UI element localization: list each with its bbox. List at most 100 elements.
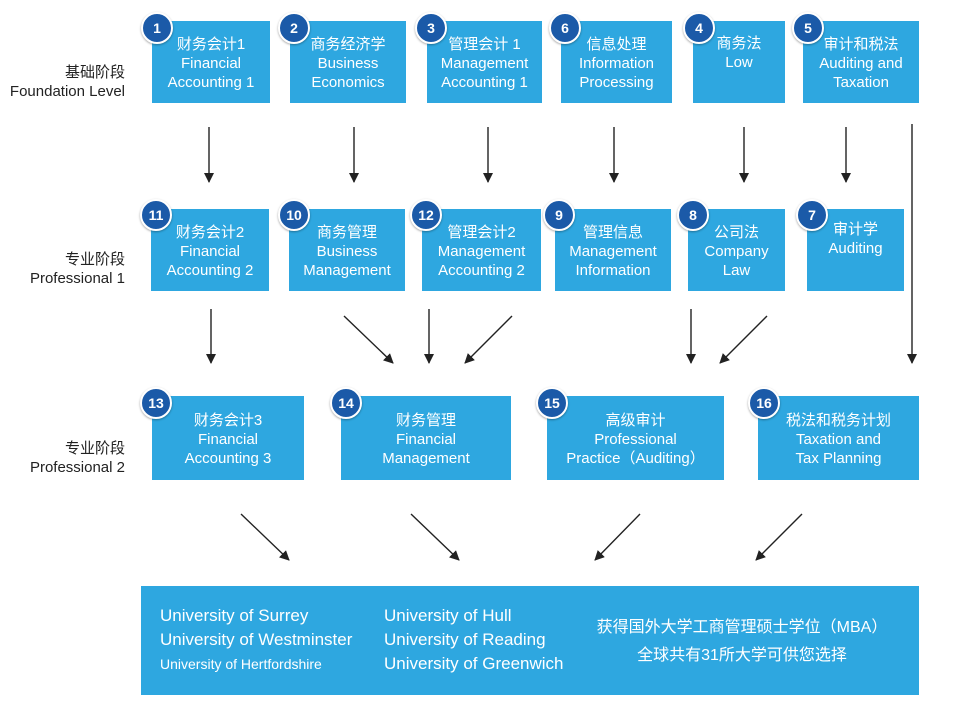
course-15-zh: 高级审计	[605, 411, 666, 429]
foundation-level-en: Foundation Level	[9, 83, 125, 100]
course-1-zh: 财务会计1	[176, 35, 246, 53]
course-11-en1: Financial	[179, 242, 241, 260]
professional1-level-label: 专业阶段 Professional 1	[30, 250, 125, 288]
course-7-number-badge: 7	[796, 199, 828, 231]
course-8-number-badge: 8	[677, 199, 709, 231]
course-8-en1: Company	[704, 242, 769, 260]
course-9-management-information: 管理信息 Management Information	[555, 209, 671, 291]
arrow-c13-mba	[240, 513, 290, 561]
course-14-zh: 财务管理	[395, 411, 456, 429]
professional2-level-en: Professional 2	[29, 459, 125, 476]
course-7-zh: 审计学	[832, 221, 878, 238]
universities-column-2: University of Hull University of Reading…	[384, 604, 564, 676]
course-2-en1: Business	[317, 54, 379, 72]
course-5-number-badge: 5	[792, 12, 824, 44]
course-15-number-badge: 15	[536, 387, 568, 419]
course-5-en2: Taxation	[833, 73, 889, 91]
course-1-en1: Financial	[180, 54, 242, 72]
course-9-en2: Information	[575, 261, 651, 279]
course-5-en1: Auditing and	[819, 54, 903, 72]
university-reading: University of Reading	[384, 630, 546, 649]
course-16-number-badge: 16	[748, 387, 780, 419]
professional2-level-zh: 专业阶段	[64, 440, 125, 457]
university-hull: University of Hull	[384, 606, 512, 625]
course-16-en1: Taxation and	[795, 430, 882, 448]
course-15-en1: Professional	[594, 430, 677, 448]
course-16-en2: Tax Planning	[795, 449, 882, 467]
course-9-en1: Management	[569, 242, 657, 260]
course-11-number-badge: 11	[140, 199, 172, 231]
course-3-en2: Accounting 1	[441, 73, 528, 91]
professional1-level-zh: 专业阶段	[64, 251, 125, 268]
course-14-financial-management: 财务管理 Financial Management	[341, 396, 511, 480]
course-3-zh: 管理会计 1	[448, 35, 521, 53]
course-10-zh: 商务管理	[316, 223, 377, 241]
arrow-c14-mba	[410, 513, 460, 561]
course-11-en2: Accounting 2	[166, 261, 254, 279]
course-14-en1: Financial	[395, 430, 457, 448]
course-13-en2: Accounting 3	[184, 449, 272, 467]
course-6-information-processing: 信息处理 Information Processing	[561, 21, 672, 103]
course-12-en1: Management	[437, 242, 526, 260]
foundation-level-label: 基础阶段 Foundation Level	[10, 63, 125, 101]
course-10-business-management: 商务管理 Business Management	[289, 209, 405, 291]
course-12-number-badge: 12	[410, 199, 442, 231]
course-16-zh: 税法和税务计划	[785, 411, 891, 429]
course-16-taxation-and-tax-planning: 税法和税务计划 Taxation and Tax Planning	[758, 396, 919, 480]
course-4-zh: 商务法	[716, 35, 762, 52]
course-10-en1: Business	[316, 242, 378, 260]
arrow-c10-c14	[343, 315, 394, 364]
course-3-number-badge: 3	[415, 12, 447, 44]
course-6-number-badge: 6	[549, 12, 581, 44]
course-6-zh: 信息处理	[586, 35, 647, 53]
professional2-level-label: 专业阶段 Professional 2	[30, 439, 125, 477]
course-3-en1: Management	[440, 54, 529, 72]
course-13-financial-accounting-3: 财务会计3 Financial Accounting 3	[152, 396, 304, 480]
university-hertfordshire: University of Hertfordshire	[160, 656, 322, 672]
course-10-number-badge: 10	[278, 199, 310, 231]
universities-column-1: University of Surrey University of Westm…	[160, 604, 352, 676]
university-greenwich: University of Greenwich	[384, 654, 564, 673]
course-11-zh: 财务会计2	[175, 223, 245, 241]
course-13-zh: 财务会计3	[193, 411, 263, 429]
arrow-c16-mba	[755, 513, 803, 561]
course-8-en2: Law	[722, 261, 751, 279]
professional1-level-en: Professional 1	[29, 270, 125, 287]
course-7-en1: Auditing	[828, 240, 883, 257]
course-13-en1: Financial	[197, 430, 259, 448]
foundation-level-zh: 基础阶段	[64, 64, 125, 81]
course-9-zh: 管理信息	[582, 223, 643, 241]
course-2-number-badge: 2	[278, 12, 310, 44]
course-1-number-badge: 1	[141, 12, 173, 44]
course-2-en2: Economics	[311, 73, 385, 91]
course-1-en2: Accounting 1	[167, 73, 255, 91]
mba-line-2: 全球共有31所大学可供您选择	[637, 647, 847, 664]
course-2-zh: 商务经济学	[310, 35, 386, 53]
course-3-management-accounting-1: 管理会计 1 Management Accounting 1	[427, 21, 542, 103]
course-4-en1: Low	[725, 54, 753, 71]
course-12-en2: Accounting 2	[438, 261, 525, 279]
university-surrey: University of Surrey	[160, 606, 309, 625]
mba-universities-box: University of Surrey University of Westm…	[141, 586, 919, 695]
course-6-en1: Information	[578, 54, 655, 72]
course-15-en2: Practice（Auditing）	[566, 449, 705, 467]
course-10-en2: Management	[303, 261, 391, 279]
mba-description: 获得国外大学工商管理硕士学位（MBA） 全球共有31所大学可供您选择	[577, 614, 907, 670]
course-12-management-accounting-2: 管理会计2 Management Accounting 2	[422, 209, 541, 291]
arrow-c8-c15	[719, 315, 768, 364]
course-6-en2: Processing	[579, 73, 654, 91]
course-1-financial-accounting-1: 财务会计1 Financial Accounting 1	[152, 21, 270, 103]
course-5-auditing-and-taxation: 审计和税法 Auditing and Taxation	[803, 21, 919, 103]
course-11-financial-accounting-2: 财务会计2 Financial Accounting 2	[151, 209, 269, 291]
university-westminster: University of Westminster	[160, 630, 353, 649]
course-4-number-badge: 4	[683, 12, 715, 44]
arrow-c12-c14-diag	[464, 315, 513, 364]
course-14-en2: Management	[382, 449, 470, 467]
mba-line-1: 获得国外大学工商管理硕士学位（MBA）	[596, 619, 888, 636]
course-9-number-badge: 9	[543, 199, 575, 231]
course-14-number-badge: 14	[330, 387, 362, 419]
course-12-zh: 管理会计2	[447, 223, 516, 241]
arrow-c15-mba	[594, 513, 641, 561]
course-2-business-economics: 商务经济学 Business Economics	[290, 21, 406, 103]
